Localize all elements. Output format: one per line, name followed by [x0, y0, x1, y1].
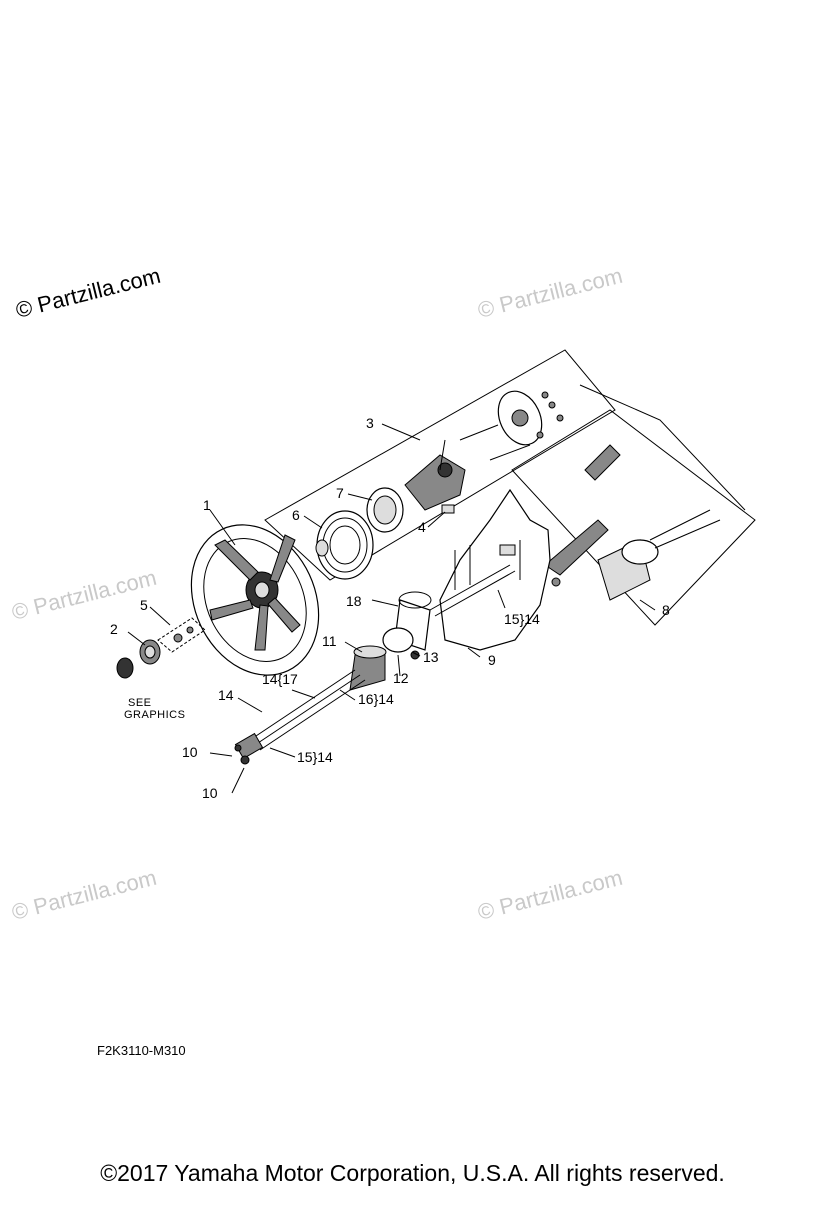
assembly-3-boundary: [264, 349, 616, 581]
bracket-part-9: [439, 488, 551, 651]
callout-1: 1: [203, 497, 211, 513]
callout-4: 4: [418, 519, 426, 535]
column-head-part: [404, 439, 466, 514]
callout-14-17: 14{17: [262, 671, 298, 687]
callout-11: 11: [322, 633, 337, 649]
callout-10b: 10: [202, 785, 218, 801]
callout-9: 9: [488, 652, 496, 668]
callout-2: 2: [110, 621, 118, 637]
callout-12: 12: [393, 670, 409, 686]
watermark-main: © Partzilla.com: [13, 263, 163, 323]
clamp-part-12: [382, 627, 414, 653]
callout-15-14-upper: 15}14: [504, 611, 540, 627]
sleeve-part-11: [349, 645, 387, 691]
washer-group-5: [157, 617, 206, 653]
throttle-lever-part-8: [544, 444, 721, 601]
note-graphics: GRAPHICS: [124, 709, 185, 721]
control-cables-14: [249, 564, 516, 751]
callout-13: 13: [423, 649, 439, 665]
watermark-faint: © Partzilla.com: [475, 865, 625, 925]
callout-18: 18: [346, 593, 362, 609]
copyright-notice: ©2017 Yamaha Motor Corporation, U.S.A. A…: [100, 1160, 725, 1186]
bezel-part-7: [366, 487, 404, 533]
mount-plate-part: [459, 390, 564, 461]
assembly-8-boundary: [511, 409, 756, 626]
note-see: SEE: [128, 697, 152, 709]
callout-6: 6: [292, 507, 300, 523]
callout-8: 8: [662, 602, 670, 618]
watermark-faint: © Partzilla.com: [475, 263, 625, 323]
callout-7: 7: [336, 485, 344, 501]
callout-15-14-lower: 15}14: [297, 749, 333, 765]
watermark-faint: © Partzilla.com: [9, 565, 159, 625]
watermark-faint: © Partzilla.com: [9, 865, 159, 925]
leader-lines: [127, 423, 656, 794]
callout-3: 3: [366, 415, 374, 431]
callout-14: 14: [218, 687, 234, 703]
hub-nut-part: [116, 639, 161, 679]
assembly-link-line: [579, 384, 746, 511]
cable-end-part-10: [234, 732, 264, 765]
figure-code: F2K3110-M310: [97, 1043, 186, 1058]
callout-10a: 10: [182, 744, 198, 760]
bracket-bolts: [454, 540, 521, 590]
steering-wheel-part: [190, 524, 320, 676]
callout-5: 5: [140, 597, 148, 613]
callout-16-14: 16}14: [358, 691, 394, 707]
cover-part-6: [315, 510, 374, 580]
